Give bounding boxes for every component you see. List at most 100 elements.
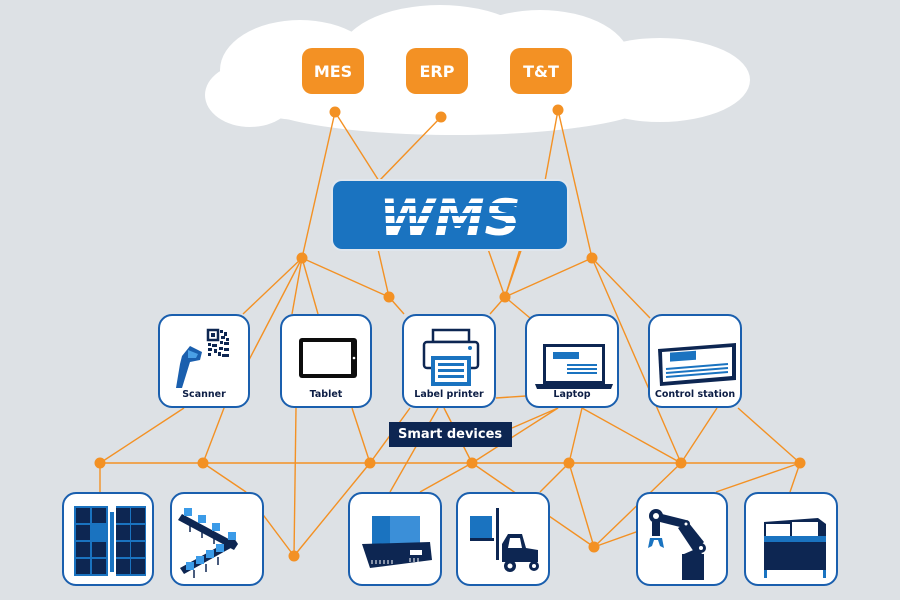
control-monitor-icon bbox=[658, 343, 736, 386]
connection-line bbox=[495, 395, 527, 399]
rack-cell bbox=[131, 542, 145, 557]
tablet-card[interactable]: Tablet bbox=[280, 314, 372, 408]
connection-line bbox=[99, 407, 185, 464]
rack-cell bbox=[116, 508, 130, 523]
connection-line bbox=[680, 407, 718, 464]
connection-line bbox=[202, 407, 225, 464]
connection-line bbox=[557, 109, 593, 259]
network-node bbox=[588, 541, 600, 553]
connection-line bbox=[504, 257, 593, 298]
connection-line bbox=[511, 407, 559, 429]
network-node bbox=[563, 457, 575, 469]
network-node bbox=[675, 457, 687, 469]
control-station-card[interactable]: Control station bbox=[648, 314, 742, 408]
robot-arm-icon bbox=[648, 509, 706, 580]
tablet-icon bbox=[299, 338, 357, 378]
rack-cell bbox=[131, 508, 145, 523]
tablet-label: Tablet bbox=[309, 389, 343, 400]
connection-line bbox=[539, 462, 570, 493]
warehouse-rack-icon bbox=[74, 506, 146, 576]
wms-logo: WMS bbox=[380, 189, 521, 243]
network-node bbox=[552, 104, 564, 116]
mes-box[interactable]: MES bbox=[302, 48, 364, 94]
control-station-label: Control station bbox=[654, 389, 736, 400]
forklift-icon bbox=[470, 508, 539, 572]
connection-line bbox=[377, 248, 390, 298]
tt-label: T&T bbox=[523, 61, 559, 81]
scanner-label: Scanner bbox=[182, 389, 226, 400]
connection-line bbox=[715, 462, 801, 493]
tt-box[interactable]: T&T bbox=[510, 48, 572, 94]
network-node bbox=[435, 111, 447, 123]
rack-cell bbox=[92, 559, 106, 574]
mes-label: MES bbox=[313, 61, 353, 81]
laptop-icon bbox=[535, 344, 613, 389]
connection-line bbox=[378, 116, 442, 182]
rack-cell bbox=[116, 542, 130, 557]
barcode-scanner-icon bbox=[176, 328, 229, 388]
connection-line bbox=[389, 407, 439, 493]
network-node bbox=[197, 457, 209, 469]
printer-icon bbox=[422, 328, 480, 386]
connection-line bbox=[568, 407, 583, 464]
connection-line bbox=[301, 257, 390, 298]
rack-cell bbox=[116, 559, 130, 574]
connection-line bbox=[293, 407, 297, 557]
rack-cell bbox=[116, 525, 130, 540]
network-node bbox=[794, 457, 806, 469]
warehouse-rack-card[interactable] bbox=[62, 492, 154, 586]
connection-line bbox=[293, 462, 371, 557]
connection-line bbox=[591, 257, 682, 464]
connection-line bbox=[202, 462, 247, 493]
robot-arm-card[interactable] bbox=[636, 492, 728, 586]
machine-cabinet-icon bbox=[764, 518, 826, 578]
connection-line bbox=[471, 407, 559, 464]
laptop-label: Laptop bbox=[553, 389, 591, 400]
connection-line bbox=[581, 407, 682, 464]
connection-line bbox=[334, 111, 380, 182]
connection-line bbox=[351, 407, 371, 464]
cloud bbox=[205, 5, 750, 135]
label-printer-label: Label printer bbox=[414, 389, 484, 400]
pallet-shuttle-icon bbox=[362, 516, 432, 568]
network-node bbox=[586, 252, 598, 264]
pallet-shuttle-card[interactable] bbox=[348, 492, 442, 586]
network-node bbox=[383, 291, 395, 303]
connection-line bbox=[568, 462, 595, 548]
network-node bbox=[499, 291, 511, 303]
rack-cell bbox=[92, 542, 106, 557]
connection-line bbox=[487, 248, 506, 298]
rack-cell bbox=[92, 508, 106, 523]
forklift-card[interactable] bbox=[456, 492, 550, 586]
label-printer-card[interactable]: Label printer bbox=[402, 314, 496, 408]
network-node bbox=[329, 106, 341, 118]
wms-text: WMS bbox=[380, 189, 521, 243]
connection-line bbox=[242, 257, 303, 315]
rack-cell bbox=[76, 525, 90, 540]
conveyor-card[interactable] bbox=[170, 492, 264, 586]
laptop-card[interactable]: Laptop bbox=[525, 314, 619, 408]
rack-cell bbox=[76, 559, 90, 574]
scanner-card[interactable]: Scanner bbox=[158, 314, 250, 408]
rack-cell bbox=[131, 525, 145, 540]
network-node bbox=[94, 457, 106, 469]
connection-line bbox=[419, 462, 473, 493]
connection-line bbox=[301, 111, 336, 259]
erp-label: ERP bbox=[419, 61, 455, 81]
network-node bbox=[288, 550, 300, 562]
erp-box[interactable]: ERP bbox=[406, 48, 468, 94]
conveyor-icon bbox=[178, 508, 238, 578]
connection-line bbox=[291, 257, 303, 315]
machine-cabinet-card[interactable] bbox=[744, 492, 838, 586]
network-node bbox=[296, 252, 308, 264]
connection-line bbox=[544, 109, 559, 182]
rack-cell bbox=[131, 559, 145, 574]
network-node bbox=[466, 457, 478, 469]
rack-cell bbox=[92, 525, 106, 540]
connection-line bbox=[301, 257, 319, 315]
wms-box[interactable]: WMS bbox=[333, 181, 567, 249]
rack-cell bbox=[76, 542, 90, 557]
network-node bbox=[364, 457, 376, 469]
connection-line bbox=[591, 257, 651, 319]
connection-line bbox=[737, 407, 801, 464]
